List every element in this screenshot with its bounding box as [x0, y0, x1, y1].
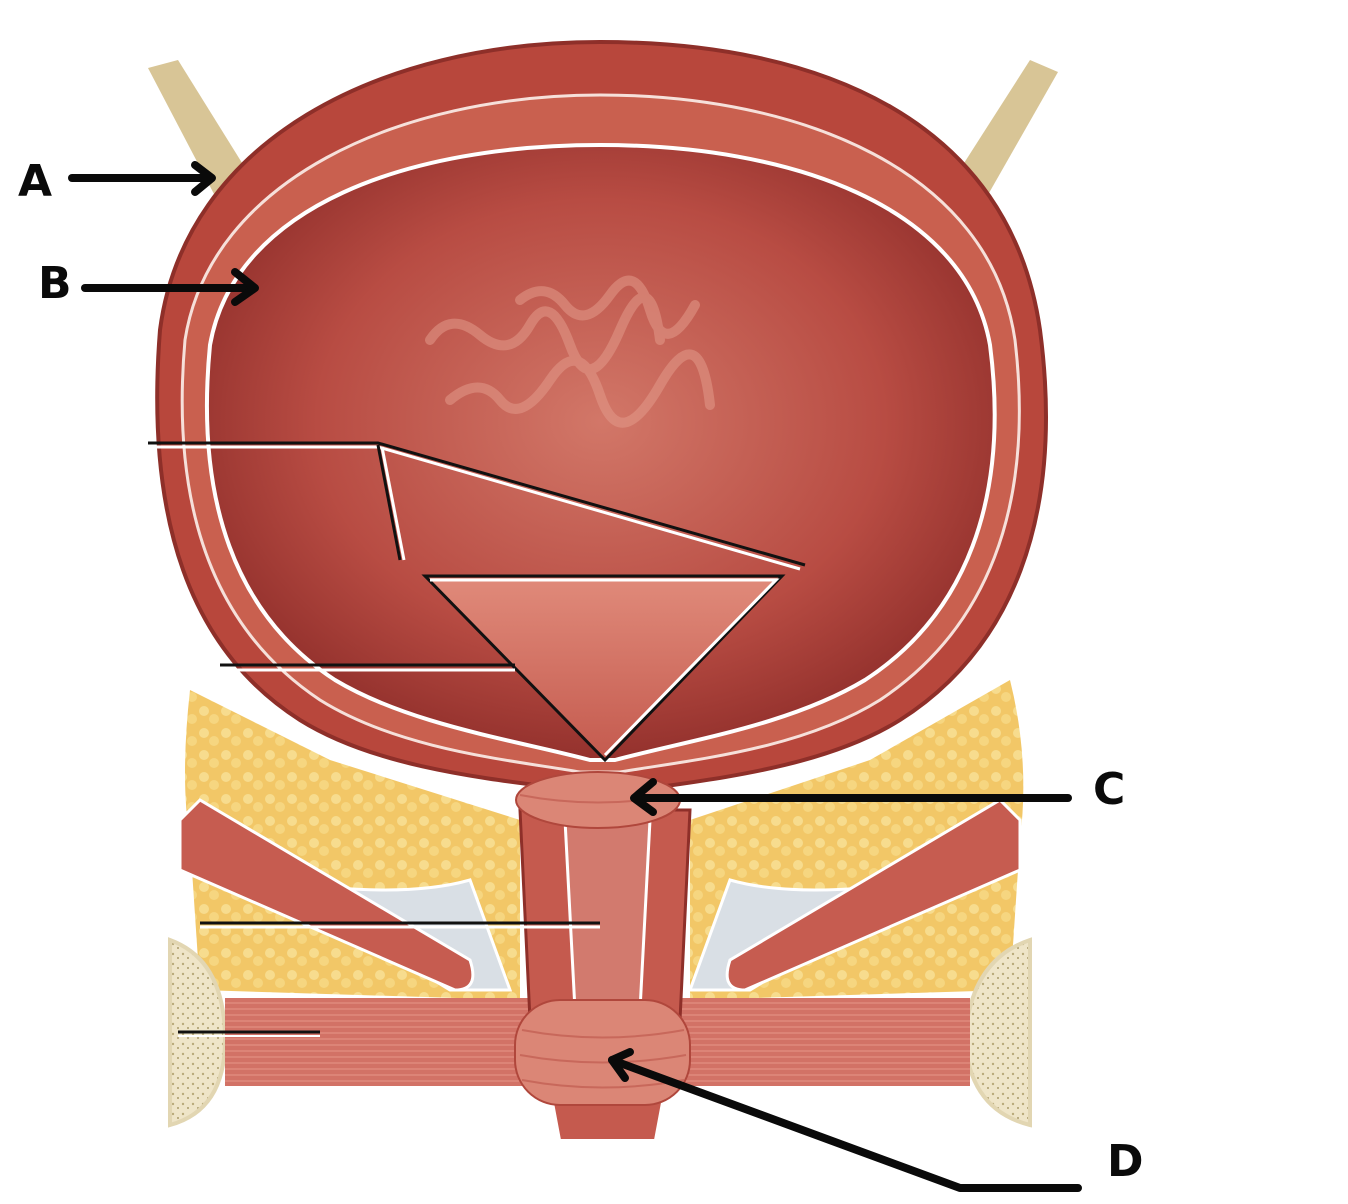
trigone: [425, 578, 780, 760]
label-c: C: [1093, 764, 1126, 815]
arrow-d: [608, 1048, 1082, 1192]
leader-line-urogenital-diaphragm: [178, 1030, 320, 1037]
arrow-b: [81, 268, 259, 306]
leader-line-urethra: [200, 921, 600, 929]
leader-line-trigone-outline: [421, 574, 786, 763]
external-urethral-sphincter: [514, 999, 691, 1106]
blank-leader-lines: [148, 441, 806, 1037]
label-arrows: [68, 161, 1082, 1192]
bladder: [155, 39, 1048, 792]
label-d: D: [1107, 1136, 1144, 1187]
leader-line-ureteral-openings: [148, 441, 806, 571]
levator-ani: [178, 798, 1022, 992]
rugae: [425, 275, 715, 428]
faint-header: [300, 0, 1000, 10]
label-b: B: [38, 258, 72, 309]
arrow-c: [630, 778, 1072, 816]
label-a: A: [18, 156, 53, 207]
arrow-a: [68, 161, 216, 196]
leader-line-trigone: [220, 663, 515, 672]
pubic-bone: [168, 937, 1032, 1128]
